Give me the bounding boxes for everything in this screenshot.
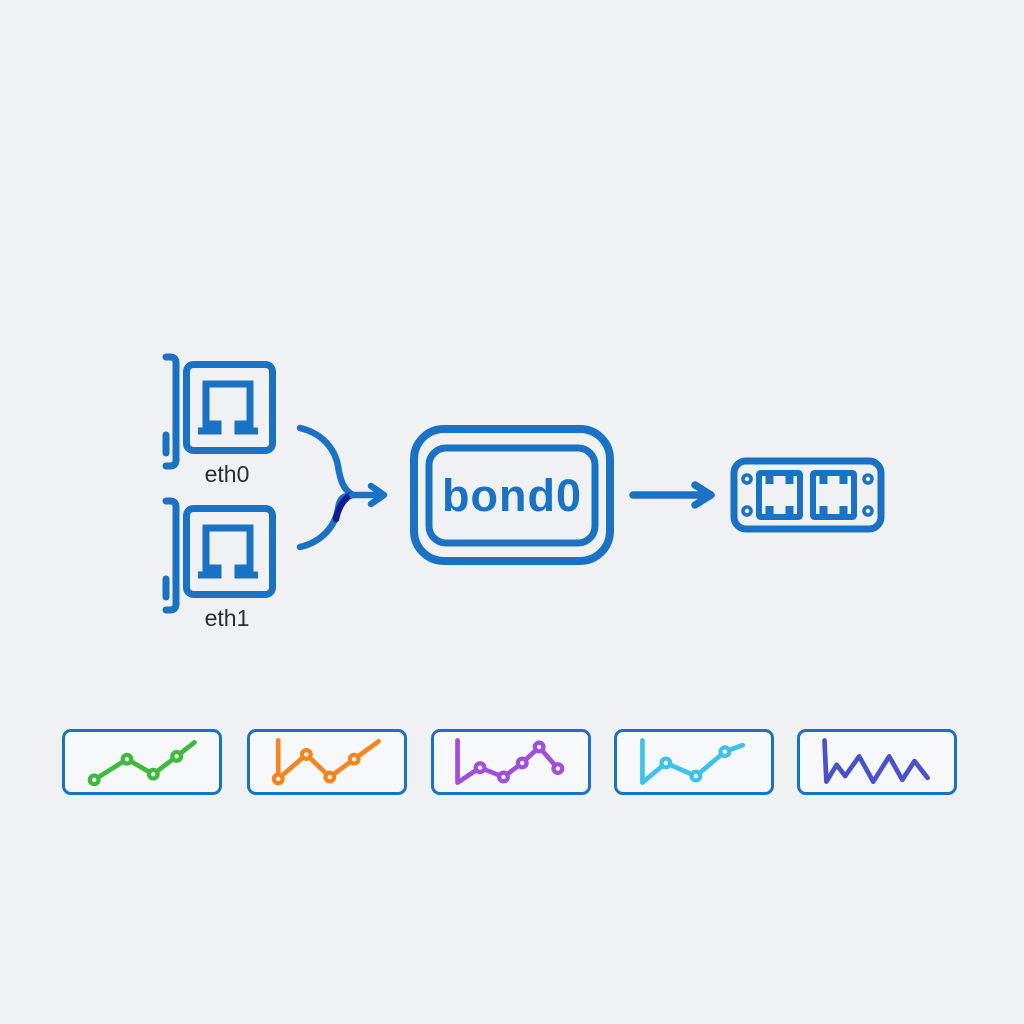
sparkline-marker	[323, 770, 337, 784]
bracket-icon	[162, 497, 180, 614]
port-tab	[785, 506, 794, 519]
sparkline-chart-green	[87, 739, 197, 787]
sparkline-chart-orange	[271, 738, 381, 786]
sparkline-path	[822, 738, 930, 785]
sparkline-marker	[532, 740, 546, 754]
sparkline-card-green	[62, 729, 222, 795]
sparkline-marker	[659, 756, 673, 770]
port-tab	[839, 506, 848, 519]
plate-port-1	[756, 470, 803, 520]
screw-icon	[862, 473, 874, 485]
eth1-label: eth1	[205, 605, 250, 631]
sparkline-marker	[87, 773, 101, 787]
sparkline-chart-cyan	[640, 738, 746, 785]
port-tab	[839, 471, 848, 484]
port-tab	[785, 471, 794, 484]
bond0-outer-border	[410, 425, 614, 565]
dual-ethernet-plate-icon	[730, 457, 885, 533]
merge-arrow-icon	[296, 424, 388, 551]
sparkline-marker	[551, 762, 565, 776]
sparkline-marker	[170, 749, 184, 763]
sparkline-chart-purple	[455, 738, 565, 785]
merge-curve-top	[296, 424, 357, 499]
sparkline-card-purple	[431, 729, 591, 795]
right-arrow-icon	[629, 481, 715, 509]
ethernet-jack-glyph-icon	[198, 380, 258, 435]
port-tab	[819, 471, 828, 484]
port-tab	[765, 471, 774, 484]
port-border	[810, 470, 857, 520]
nic-eth0: eth0	[162, 353, 276, 487]
bond0-inner-border	[425, 444, 599, 547]
bond0-node: bond0	[410, 425, 614, 565]
sparkline-marker	[718, 745, 732, 759]
sparkline-marker	[120, 752, 134, 766]
ethernet-port-icon	[183, 505, 276, 598]
merge-arrow-head	[367, 482, 388, 508]
plate-border	[730, 457, 885, 533]
port-border	[756, 470, 803, 520]
plate-port-2	[810, 470, 857, 520]
sparkline-marker	[497, 770, 510, 784]
bond0-label: bond0	[442, 470, 582, 521]
eth0-label: eth0	[205, 461, 250, 487]
ethernet-port-icon	[183, 361, 276, 454]
sparkline-card-orange	[247, 729, 407, 795]
port-tab	[765, 506, 774, 519]
sparkline-marker	[515, 756, 529, 770]
sparkline-marker	[689, 769, 703, 783]
sparkline-marker	[299, 748, 313, 761]
port-tab	[819, 506, 828, 519]
screw-icon	[862, 505, 874, 517]
nic-eth1: eth1	[162, 497, 276, 631]
sparkline-marker	[473, 761, 487, 775]
sparkline-card-cyan	[614, 729, 774, 795]
screw-icon	[741, 473, 753, 485]
sparkline-marker	[271, 772, 285, 786]
ethernet-jack-glyph-icon	[198, 524, 258, 579]
sparkline-card-indigo	[797, 729, 957, 795]
screw-icon	[741, 505, 753, 517]
sparkline-chart-indigo	[822, 738, 930, 785]
bracket-icon	[162, 353, 180, 470]
sparkline-marker	[146, 767, 160, 781]
arrow-head	[691, 481, 715, 509]
sparkline-marker	[347, 752, 361, 766]
